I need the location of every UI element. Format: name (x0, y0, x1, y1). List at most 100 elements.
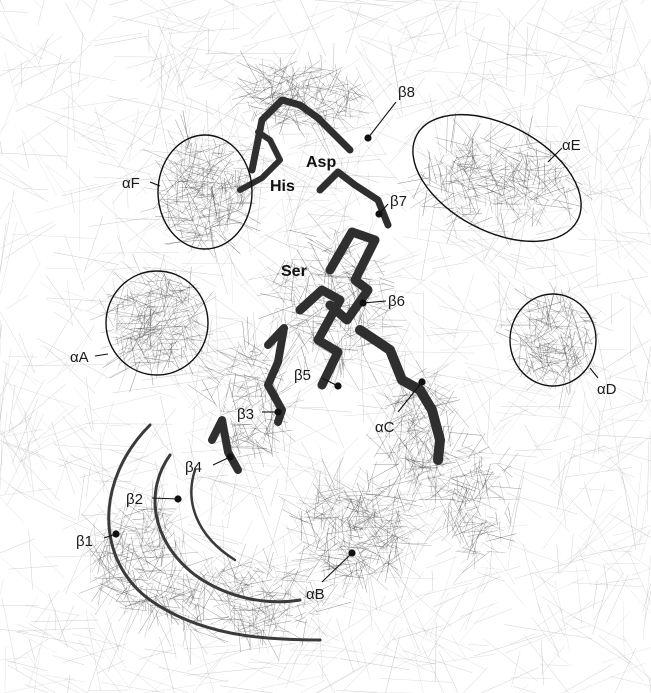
texture-dense-line (487, 188, 505, 196)
texture-line (0, 222, 17, 295)
texture-line (290, 625, 324, 651)
texture-line (560, 514, 632, 565)
texture-line (153, 408, 176, 438)
texture-line (85, 408, 92, 432)
texture-line (97, 660, 125, 673)
texture-line (355, 588, 389, 646)
texture-line (147, 52, 194, 88)
texture-line (196, 366, 199, 388)
anchor-beta8 (364, 134, 371, 141)
texture-dense-line (279, 496, 308, 512)
texture-line (622, 0, 641, 55)
texture-line (0, 539, 35, 553)
texture-line (181, 47, 198, 86)
texture-line (641, 0, 644, 4)
texture-line (5, 429, 43, 436)
texture-dense-line (462, 552, 490, 573)
texture-line (355, 473, 375, 488)
texture-line (610, 676, 651, 686)
texture-line (8, 566, 57, 569)
texture-line (400, 539, 411, 582)
texture-line (86, 609, 101, 691)
texture-dense-line (499, 189, 514, 198)
texture-line (89, 690, 128, 691)
texture-line (118, 99, 155, 168)
texture-line (579, 292, 620, 305)
texture-line (250, 15, 273, 32)
texture-line (0, 122, 9, 131)
texture-line (49, 594, 68, 648)
texture-line (271, 479, 279, 507)
texture-dense-line (359, 466, 384, 494)
texture-line (524, 635, 569, 693)
texture-dense-line (457, 475, 458, 493)
anchor-alphaC (418, 378, 425, 385)
texture-line (458, 27, 484, 98)
texture-line (37, 46, 62, 60)
texture-dense-line (423, 190, 427, 216)
texture-dense-line (352, 556, 376, 571)
texture-line (579, 391, 585, 473)
texture-line (543, 508, 571, 549)
texture-line (336, 448, 371, 486)
texture-line (388, 591, 431, 623)
texture-line (473, 108, 537, 120)
texture-line (59, 606, 73, 640)
texture-line (443, 133, 512, 157)
texture-line (630, 295, 631, 356)
texture-dense-line (189, 340, 204, 353)
texture-dense-line (169, 224, 203, 232)
texture-line (11, 639, 49, 664)
texture-line (2, 598, 17, 672)
texture-dense-line (216, 164, 234, 174)
texture-dense-line (549, 287, 555, 312)
anchor-beta3 (274, 408, 281, 415)
texture-dense-line (171, 350, 180, 369)
texture-dense-line (109, 596, 114, 605)
texture-line (65, 234, 85, 291)
texture-dense-line (307, 242, 334, 256)
texture-line (438, 73, 490, 120)
texture-line (601, 648, 651, 663)
texture-line (113, 279, 117, 302)
texture-line (403, 237, 468, 247)
texture-line (377, 572, 423, 646)
texture-line (536, 24, 539, 56)
texture-dense-line (229, 218, 261, 231)
texture-line (628, 550, 651, 604)
texture-line (525, 265, 558, 269)
helix-alphaE-ellipse (392, 88, 602, 267)
texture-dense-line (545, 163, 546, 193)
texture-line (287, 524, 293, 544)
texture-dense-line (172, 355, 182, 359)
texture-line (396, 592, 421, 653)
texture-line (140, 0, 170, 19)
texture-line (358, 36, 435, 58)
texture-line (207, 524, 229, 528)
texture-line (66, 517, 98, 594)
texture-line (642, 346, 651, 402)
texture-dense-line (485, 134, 499, 144)
texture-line (622, 476, 635, 517)
texture-dense-line (322, 505, 324, 513)
texture-line (289, 138, 319, 149)
texture-line (509, 475, 524, 549)
texture-line (430, 256, 451, 261)
texture-line (209, 293, 268, 336)
texture-line (427, 334, 469, 384)
texture-dense-line (344, 507, 376, 517)
texture-dense-line (451, 428, 465, 453)
texture-line (286, 3, 319, 86)
texture-line (491, 339, 502, 390)
texture-dense-line (567, 189, 570, 215)
texture-dense-line (429, 364, 449, 377)
texture-dense-line (310, 244, 315, 251)
texture-line (62, 566, 89, 593)
texture-dense-line (537, 352, 573, 354)
texture-line (2, 430, 18, 475)
texture-line (0, 11, 28, 13)
texture-dense-line (338, 554, 346, 555)
texture-dense-line (253, 312, 256, 346)
texture-line (158, 102, 173, 178)
